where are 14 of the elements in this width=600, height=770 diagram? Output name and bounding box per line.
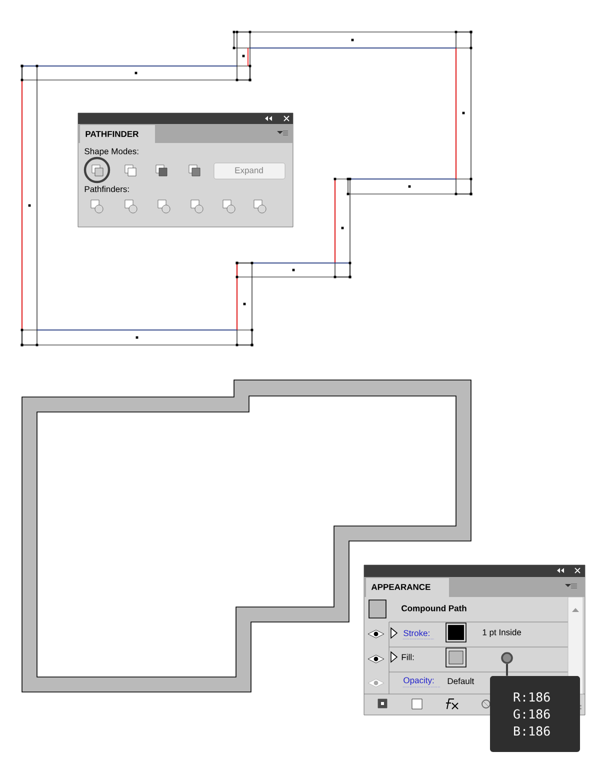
color-picker-dot — [501, 652, 513, 664]
panel-label: Default — [448, 678, 474, 684]
panel-label: Pathfinders: — [84, 186, 129, 192]
panel-label: Shape Modes: — [84, 148, 138, 156]
panel-label: Fill: — [402, 654, 414, 660]
link-label: Stroke: — [402, 630, 434, 640]
panel-label: 1 pt Inside — [482, 629, 522, 637]
color-tooltip: R:186 G:186 B:186 — [490, 676, 580, 752]
panel-label: APPEARANCE — [371, 584, 430, 590]
link-label: Opacity: — [402, 677, 440, 688]
expand-button: Expand — [214, 162, 286, 180]
panel-label: Compound Path — [402, 605, 466, 613]
leader-line — [506, 664, 508, 676]
panel-label: PATHFINDER — [86, 131, 139, 137]
